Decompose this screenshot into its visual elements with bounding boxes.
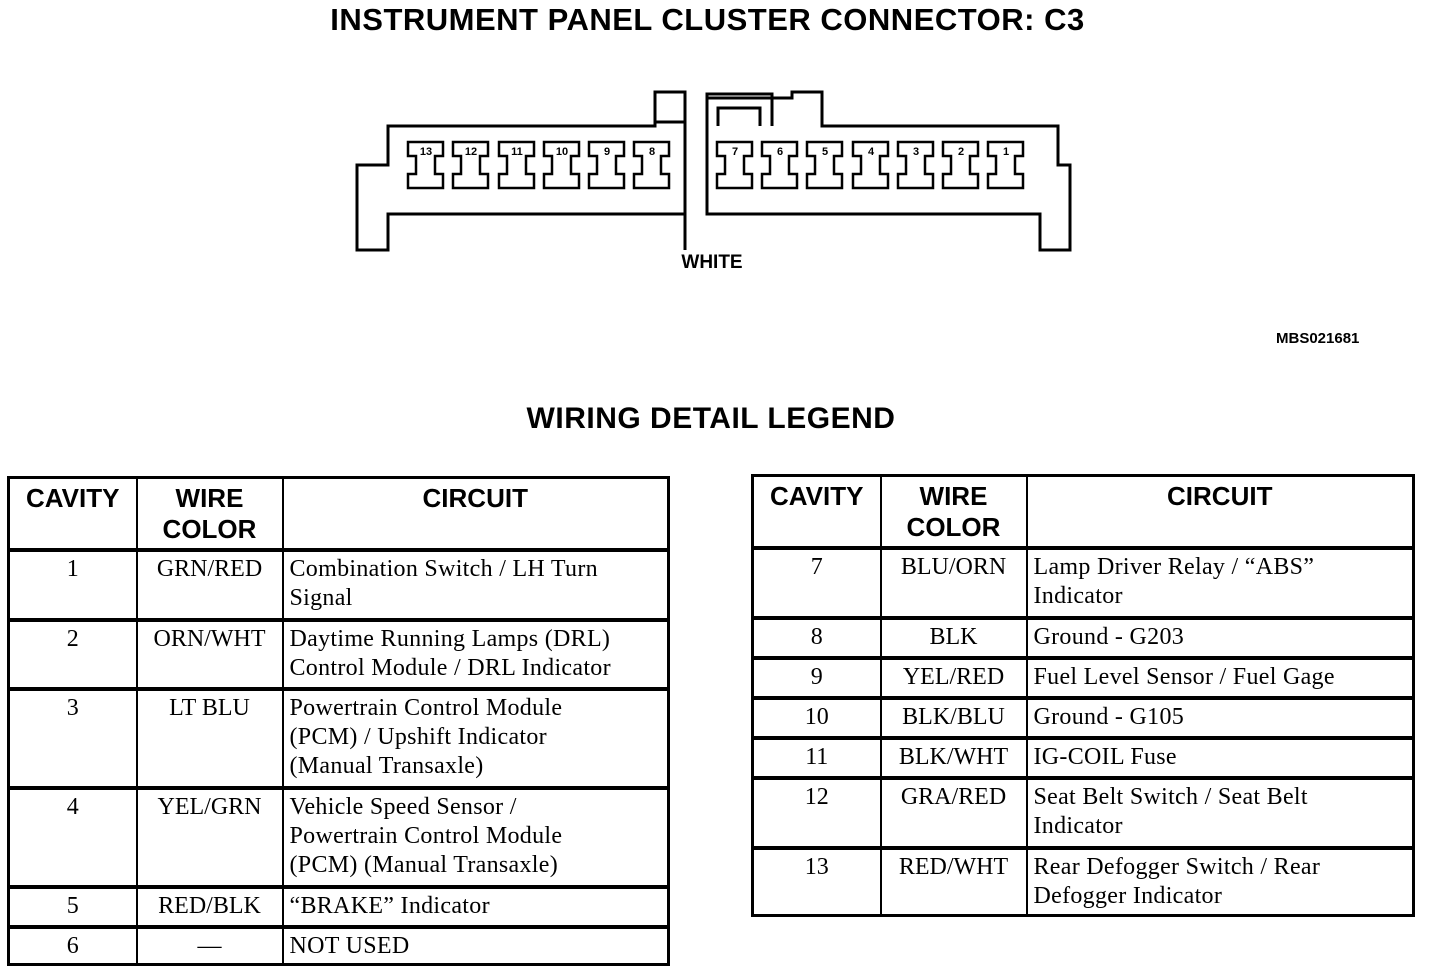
legend-title: WIRING DETAIL LEGEND [526,402,896,435]
cavity-terminal [632,140,671,190]
wire-color-cell: GRN/RED [135,548,284,621]
cavity-terminal [497,140,536,190]
cavity-cell: 9 [751,656,882,699]
connector-diagram: 13 12 11 10 9 8 7 6 5 4 3 2 1 WHITE [355,90,1072,273]
connector-right-housing [705,90,1072,252]
circuit-cell: Powertrain Control Module (PCM) / Upshif… [281,687,670,789]
circuit-cell: Lamp Driver Relay / “ABS” Indicator [1025,546,1415,619]
cavity-cell: 4 [7,786,138,888]
reference-code: MBS021681 [1276,330,1360,347]
header-cavity: CAVITY [751,474,882,549]
wire-color-cell: BLK [879,616,1028,659]
table-row: 5 RED/BLK “BRAKE” Indicator [7,885,670,928]
cavity-number-6: 6 [777,146,783,158]
table-row: 7 BLU/ORN Lamp Driver Relay / “ABS” Indi… [751,546,1415,619]
cavity-terminal [851,140,890,190]
cavity-number-10: 10 [556,146,568,158]
cavity-cell: 12 [751,776,882,849]
table-row: 10 BLK/BLU Ground - G105 [751,696,1415,739]
cavity-number-13: 13 [420,146,432,158]
cavity-number-4: 4 [868,146,875,158]
header-circuit: CIRCUIT [1025,474,1415,549]
connector-left-housing [653,90,687,250]
connector-outline [355,92,687,252]
circuit-cell: Ground - G203 [1025,616,1415,659]
wiring-table-cavities-7-13: CAVITY WIRE COLOR CIRCUIT 7 BLU/ORN Lamp… [751,474,1415,917]
cavity-cell: 6 [7,925,138,966]
circuit-cell: Seat Belt Switch / Seat Belt Indicator [1025,776,1415,849]
circuit-cell: NOT USED [281,925,670,966]
wire-color-cell: LT BLU [135,687,284,789]
cavity-terminal [406,140,445,190]
circuit-cell: Daytime Running Lamps (DRL) Control Modu… [281,618,670,690]
cavity-number-11: 11 [511,146,523,158]
header-wire-color: WIRE COLOR [135,476,284,551]
wire-color-cell: YEL/RED [879,656,1028,699]
table-row: 4 YEL/GRN Vehicle Speed Sensor / Powertr… [7,786,670,888]
header-cavity: CAVITY [7,476,138,551]
circuit-cell: IG-COIL Fuse [1025,736,1415,779]
cavity-number-1: 1 [1003,146,1009,158]
table-row: 12 GRA/RED Seat Belt Switch / Seat Belt … [751,776,1415,849]
connector-color-label: WHITE [681,252,742,273]
circuit-cell: Combination Switch / LH Turn Signal [281,548,670,621]
cavity-cell: 2 [7,618,138,690]
circuit-cell: Rear Defogger Switch / Rear Defogger Ind… [1025,846,1415,917]
cavity-terminal [896,140,935,190]
wire-color-cell: RED/WHT [879,846,1028,917]
cavity-cell: 11 [751,736,882,779]
cavity-cell: 1 [7,548,138,621]
table-row: 2 ORN/WHT Daytime Running Lamps (DRL) Co… [7,618,670,690]
wire-color-cell: RED/BLK [135,885,284,928]
cavity-terminal [805,140,844,190]
wire-color-cell: BLK/WHT [879,736,1028,779]
cavity-number-2: 2 [958,146,964,158]
wire-color-cell: — [135,925,284,966]
circuit-cell: Ground - G105 [1025,696,1415,739]
diagram-title: INSTRUMENT PANEL CLUSTER CONNECTOR: C3 [330,2,1085,37]
table-row: 8 BLK Ground - G203 [751,616,1415,659]
cavity-terminal [451,140,490,190]
cavity-cell: 10 [751,696,882,739]
cavity-number-5: 5 [822,146,828,158]
wiring-table-cavities-1-6: CAVITY WIRE COLOR CIRCUIT 1 GRN/RED Comb… [7,476,670,966]
wire-color-cell: GRA/RED [879,776,1028,849]
circuit-cell: Vehicle Speed Sensor / Powertrain Contro… [281,786,670,888]
cavity-numbers: 13 12 11 10 9 8 7 6 5 4 3 2 1 [420,146,1009,158]
cavity-number-7: 7 [732,146,738,158]
cavity-cell: 5 [7,885,138,928]
cavity-terminal [587,140,626,190]
table-row: 6 — NOT USED [7,925,670,966]
cavity-number-3: 3 [913,146,919,158]
table-row: 1 GRN/RED Combination Switch / LH Turn S… [7,548,670,621]
table-row: 9 YEL/RED Fuel Level Sensor / Fuel Gage [751,656,1415,699]
table-row: 13 RED/WHT Rear Defogger Switch / Rear D… [751,846,1415,917]
cavity-terminal [760,140,799,190]
cavity-number-9: 9 [604,146,610,158]
cavity-terminal [986,140,1025,190]
wire-color-cell: BLU/ORN [879,546,1028,619]
cavity-terminal [941,140,980,190]
table-row: 3 LT BLU Powertrain Control Module (PCM)… [7,687,670,789]
cavity-terminals [406,140,1025,190]
connector-latch [705,92,774,126]
cavity-cell: 3 [7,687,138,789]
cavity-number-8: 8 [649,146,655,158]
cavity-terminal [542,140,581,190]
circuit-cell: Fuel Level Sensor / Fuel Gage [1025,656,1415,699]
cavity-cell: 13 [751,846,882,917]
cavity-cell: 8 [751,616,882,659]
wire-color-cell: YEL/GRN [135,786,284,888]
wire-color-cell: ORN/WHT [135,618,284,690]
table-row: 11 BLK/WHT IG-COIL Fuse [751,736,1415,779]
circuit-cell: “BRAKE” Indicator [281,885,670,928]
cavity-number-12: 12 [465,146,477,158]
header-circuit: CIRCUIT [281,476,670,551]
header-wire-color: WIRE COLOR [879,474,1028,549]
cavity-cell: 7 [751,546,882,619]
wire-color-cell: BLK/BLU [879,696,1028,739]
cavity-terminal [715,140,754,190]
